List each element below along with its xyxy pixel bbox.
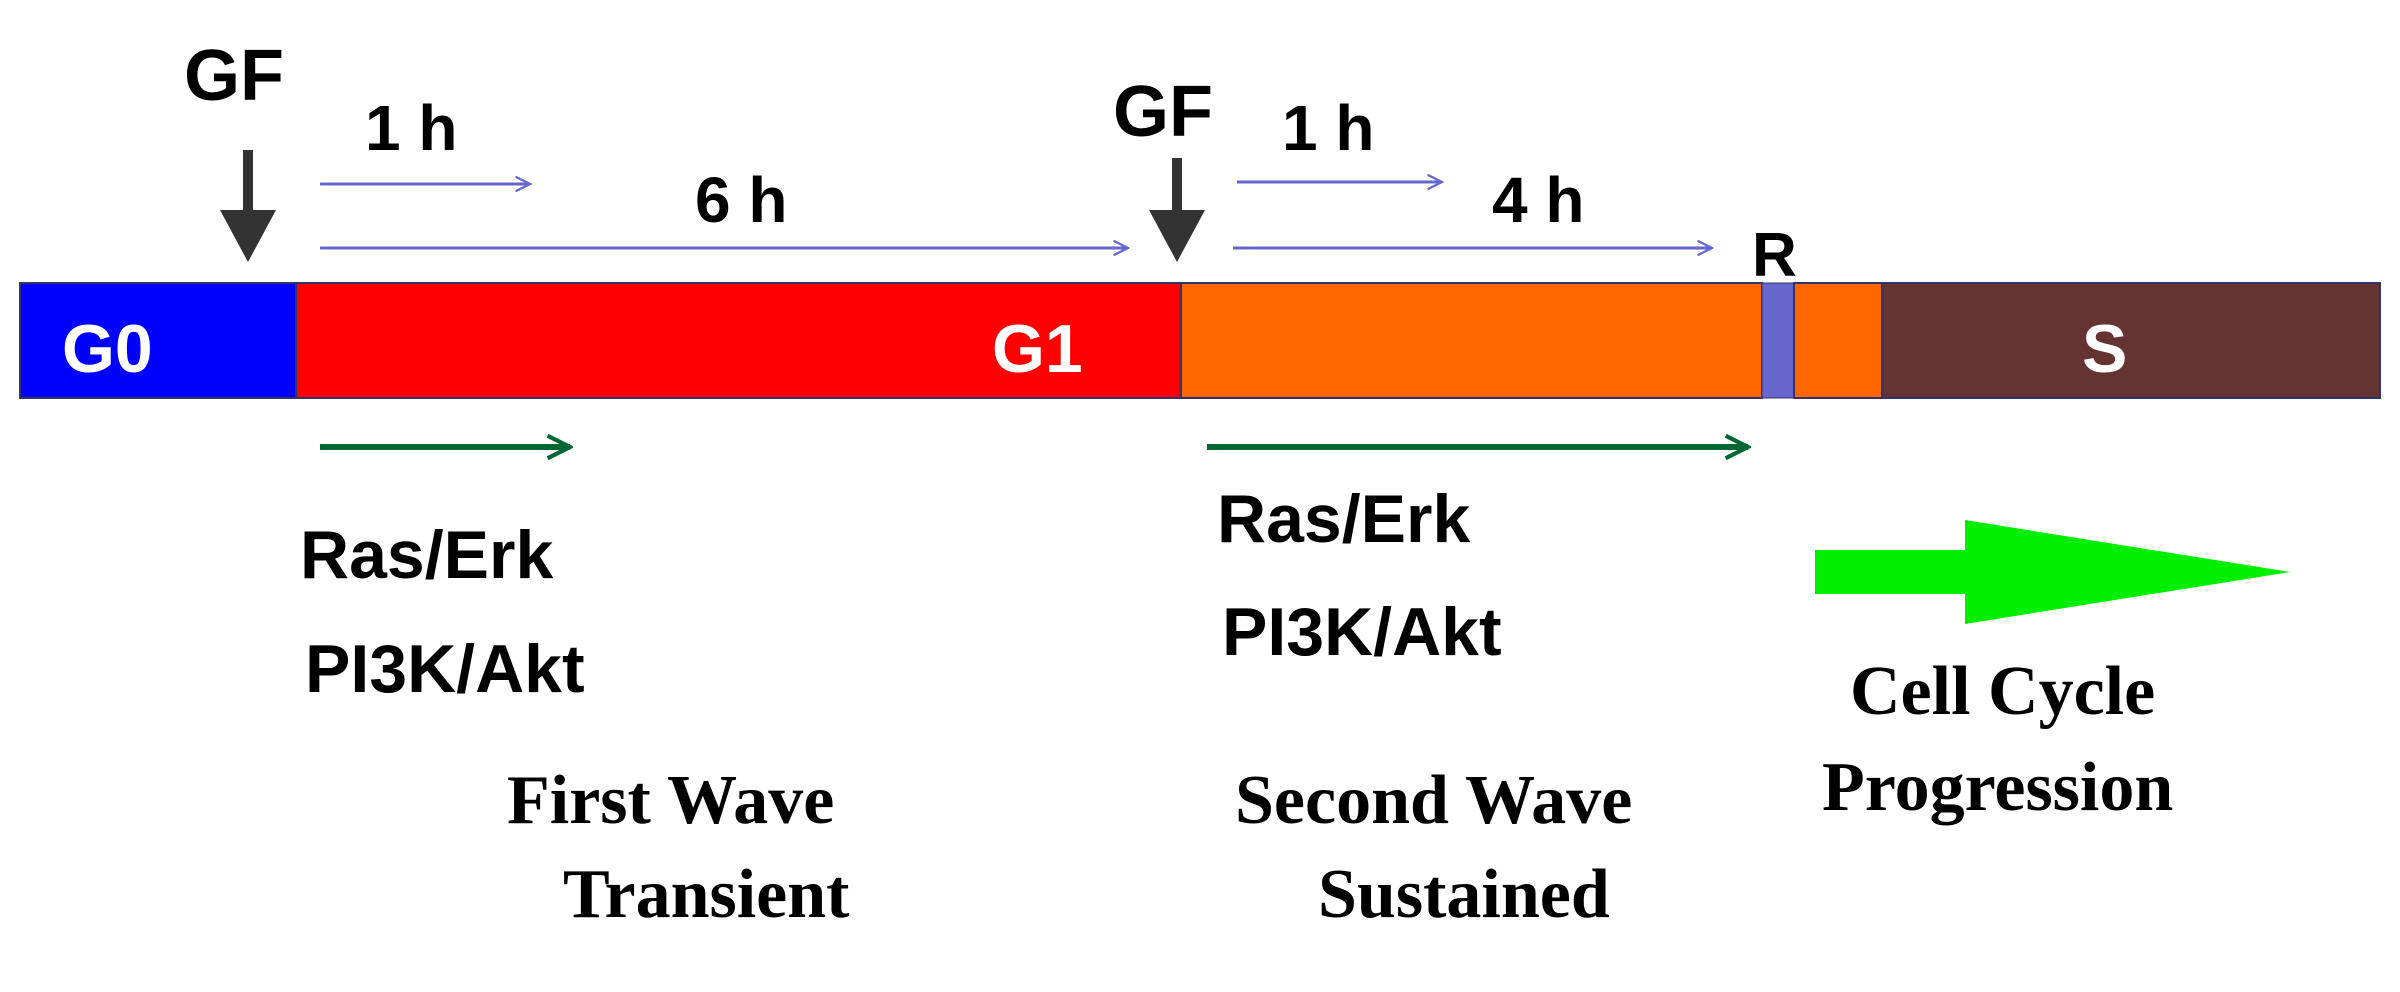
stimulus-2-label: GF [1113, 72, 1213, 152]
segment-s-label: S [2082, 311, 2127, 387]
timeline-bar: G0 G1 S [19, 282, 2381, 399]
second-wave-title-line-1: Second Wave [1235, 762, 1632, 839]
segment-r-point [1761, 282, 1795, 399]
segment-g1-late [1180, 282, 1763, 399]
duration-second-long-label: 4 h [1492, 164, 1584, 236]
first-wave-pathways: Ras/Erk PI3K/Akt First Wave Transient [300, 447, 850, 933]
down-arrow-icon [220, 210, 276, 262]
second-wave-pathway-1: Ras/Erk [1217, 481, 1470, 557]
progression-arrow-icon [1815, 520, 2290, 624]
second-wave-title-line-2: Sustained [1318, 856, 1610, 933]
duration-first-long-label: 6 h [695, 164, 787, 236]
first-wave-title-line-1: First Wave [507, 762, 834, 839]
segment-g0 [19, 282, 297, 399]
stimulus-2: GF [1113, 72, 1213, 262]
progression-line-1: Cell Cycle [1850, 653, 2155, 730]
segment-g1 [295, 282, 1182, 399]
down-arrow-icon [1149, 210, 1205, 262]
first-wave-pathway-2: PI3K/Akt [305, 631, 585, 707]
second-wave-pathways: Ras/Erk PI3K/Akt Second Wave Sustained [1207, 447, 1748, 933]
restriction-point-label: R [1752, 221, 1797, 290]
segment-g1-end [1793, 282, 1883, 399]
stimulus-1: GF [184, 36, 284, 262]
first-wave-durations: 1 h 6 h [320, 92, 1128, 248]
first-wave-title-line-2: Transient [563, 856, 850, 933]
duration-first-short-label: 1 h [365, 92, 457, 164]
segment-g1-label: G1 [992, 311, 1083, 387]
segment-g0-label: G0 [62, 311, 153, 387]
progression-line-2: Progression [1822, 749, 2173, 826]
first-wave-pathway-1: Ras/Erk [300, 517, 553, 593]
stimulus-1-label: GF [184, 36, 284, 116]
duration-second-short-label: 1 h [1282, 92, 1374, 164]
segment-s [1881, 282, 2381, 399]
progression-group: Cell Cycle Progression [1815, 520, 2290, 826]
second-wave-pathway-2: PI3K/Akt [1222, 594, 1502, 670]
second-wave-durations: 1 h 4 h [1233, 92, 1712, 248]
